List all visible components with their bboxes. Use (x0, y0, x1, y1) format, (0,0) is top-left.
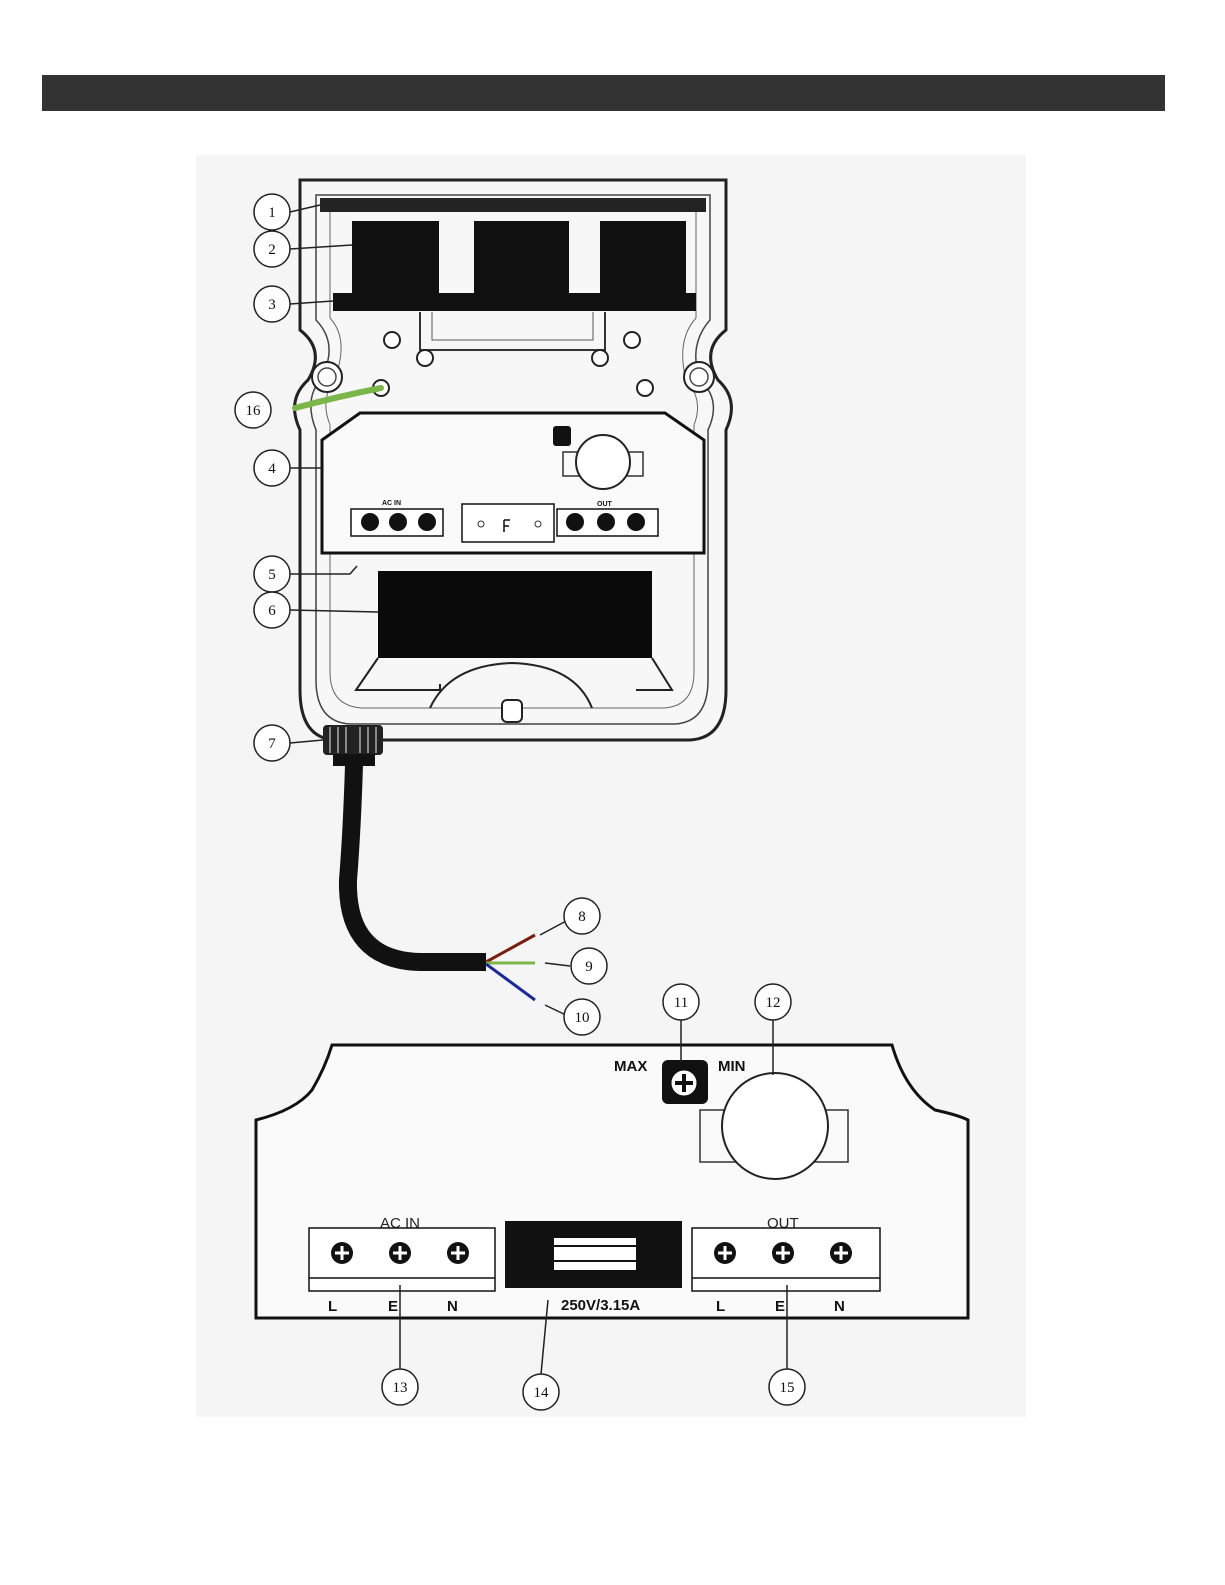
callout-number: 7 (268, 736, 276, 752)
top-block-left (352, 221, 439, 295)
callout-9: 9 (571, 948, 607, 984)
callout-15: 15 (769, 1369, 805, 1405)
callout-number: 4 (268, 461, 276, 477)
callout-number: 16 (246, 403, 262, 419)
screw-icon (384, 332, 400, 348)
callout-number: 9 (585, 959, 593, 975)
pot-max-label: MAX (614, 1058, 647, 1075)
bottom-screw-slot (502, 700, 522, 722)
mounting-hole-right (684, 362, 714, 392)
pcb-out-label: OUT (597, 501, 613, 508)
cable-gland (323, 725, 383, 755)
fuse-cartridge (553, 1237, 637, 1271)
live-wire (486, 935, 535, 962)
callout-number: 3 (268, 297, 276, 313)
enclosure: AC IN OUT (295, 180, 732, 766)
callout-14: 14 (523, 1374, 559, 1410)
neutral-wire (486, 964, 535, 1000)
pot-min-label: MIN (718, 1058, 746, 1075)
pcb-detail: MAX MIN AC IN L E N 250V/3.15A OUT (256, 1045, 968, 1318)
power-cable (348, 765, 535, 1000)
out-terminal-n: N (834, 1298, 845, 1315)
top-bar (320, 198, 706, 212)
screw-icon (417, 350, 433, 366)
leader-line (540, 920, 568, 935)
top-block-right (600, 221, 686, 295)
pcb-fuse-holder (462, 504, 554, 542)
callout-8: 8 (564, 898, 600, 934)
callout-number: 15 (780, 1380, 795, 1396)
callout-number: 12 (766, 995, 781, 1011)
mounting-hole-left (312, 362, 342, 392)
callout-1: 1 (254, 194, 290, 230)
base-strip (333, 293, 696, 311)
callout-number: 10 (575, 1010, 590, 1026)
leader-line (545, 963, 570, 966)
fuse-rating-label: 250V/3.15A (561, 1297, 640, 1314)
callout-number: 6 (268, 603, 276, 619)
terminal-screw-icon (627, 513, 645, 531)
callout-4: 4 (254, 450, 290, 486)
leader-line (290, 740, 323, 743)
cable-sheath (348, 765, 486, 962)
callout-5: 5 (254, 556, 290, 592)
ac-in-terminal-n: N (447, 1298, 458, 1315)
callout-number: 2 (268, 242, 276, 258)
callout-number: 5 (268, 567, 276, 583)
terminal-screw-icon (418, 513, 436, 531)
out-terminal-e: E (775, 1298, 785, 1315)
terminal-screw-icon (361, 513, 379, 531)
callout-number: 8 (578, 909, 586, 925)
callout-16: 16 (235, 392, 271, 428)
screw-icon (592, 350, 608, 366)
transformer-block (378, 571, 652, 658)
screw-icon (637, 380, 653, 396)
callout-10: 10 (564, 999, 600, 1035)
terminal-screw-icon (389, 513, 407, 531)
pcb-capacitor (576, 435, 630, 489)
callout-number: 13 (393, 1380, 408, 1396)
callout-number: 14 (534, 1385, 550, 1401)
callout-11: 11 (663, 984, 699, 1020)
callout-6: 6 (254, 592, 290, 628)
top-block-middle (474, 221, 569, 295)
screw-icon (624, 332, 640, 348)
ac-in-terminal-l: L (328, 1298, 337, 1315)
callout-12: 12 (755, 984, 791, 1020)
terminal-screw-icon (566, 513, 584, 531)
callout-number: 11 (674, 995, 688, 1011)
callout-2: 2 (254, 231, 290, 267)
out-terminal-l: L (716, 1298, 725, 1315)
cable-gland-nut (333, 754, 375, 766)
callout-13: 13 (382, 1369, 418, 1405)
callout-7: 7 (254, 725, 290, 761)
pcb-potentiometer (553, 426, 571, 446)
terminal-screw-icon (597, 513, 615, 531)
pcb-ac-in-label: AC IN (382, 500, 401, 507)
callout-3: 3 (254, 286, 290, 322)
capacitor (722, 1073, 828, 1179)
ac-in-terminal-e: E (388, 1298, 398, 1315)
callout-number: 1 (268, 205, 276, 221)
